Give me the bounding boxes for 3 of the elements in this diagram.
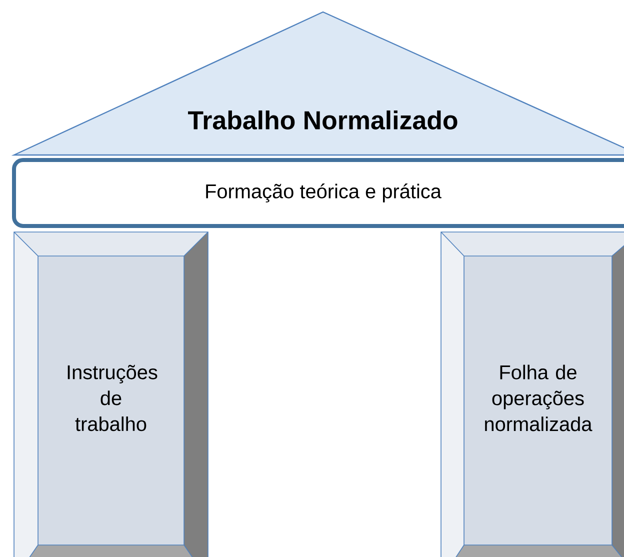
pillar-box: Folha de operações normalizada: [440, 232, 624, 557]
pillar-box: Instruções de trabalho: [14, 232, 208, 557]
banner-box: Formação teórica e prática: [12, 158, 624, 228]
